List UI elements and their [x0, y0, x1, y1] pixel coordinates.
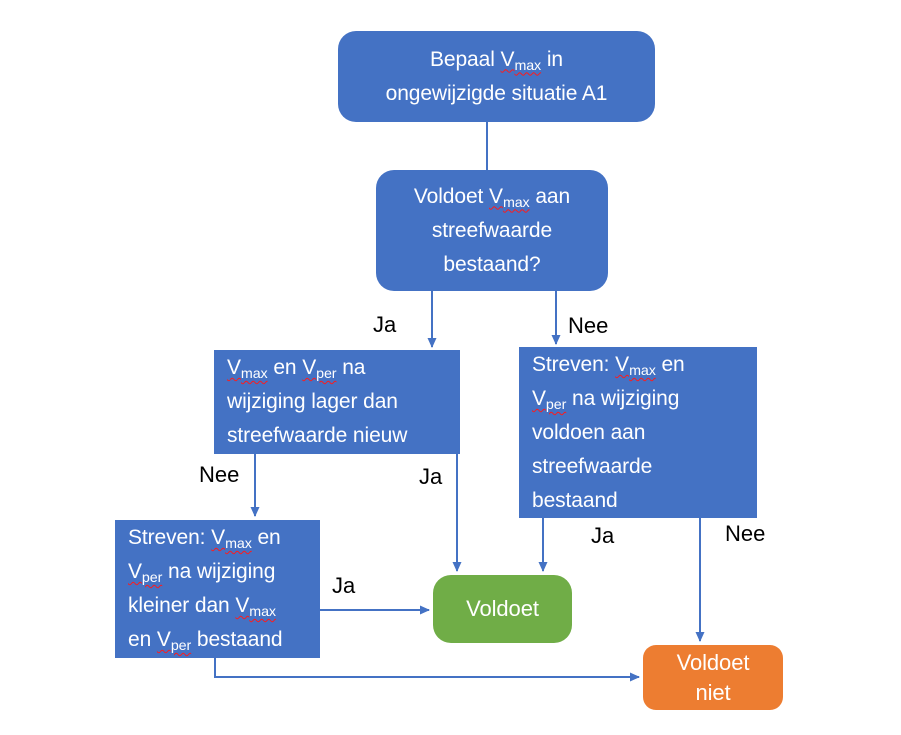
node-text: Voldoet	[466, 596, 539, 621]
edge-target-smaller-to-fail	[214, 658, 640, 682]
node-voldoet: Voldoet	[433, 575, 572, 643]
edge-label-lower-nee: Nee	[199, 462, 240, 487]
edge-label-existing-ja: Ja	[591, 523, 615, 548]
edge-label-check-ja: Ja	[373, 312, 397, 337]
edge-label-check-nee: Nee	[568, 313, 609, 338]
edge-label-smaller-ja: Ja	[332, 573, 356, 598]
edge-label-lower-ja: Ja	[419, 464, 443, 489]
edge-label-existing-nee: Nee	[725, 521, 766, 546]
